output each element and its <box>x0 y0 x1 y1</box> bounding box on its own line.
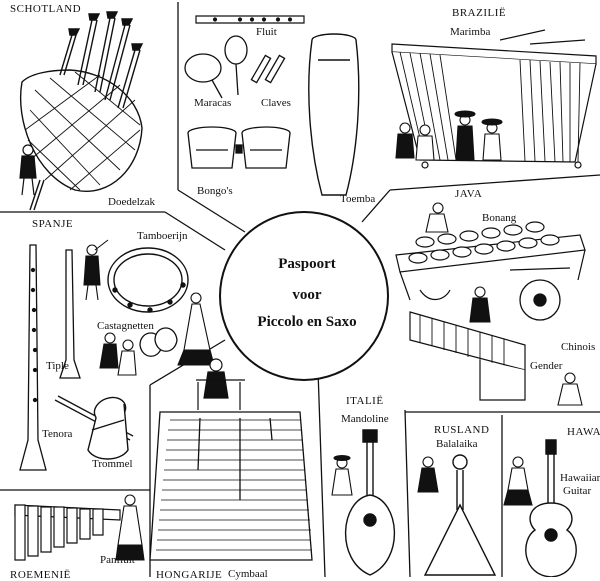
region-hongarije: HONGARIJE <box>156 569 223 581</box>
label-castagnetten: Castagnetten <box>97 320 154 332</box>
region-roemenie: ROEMENIË <box>10 569 71 581</box>
bongos-drawing <box>188 127 290 168</box>
balalaika-drawing <box>425 455 495 575</box>
romanian-figure <box>116 495 144 560</box>
claves-drawing <box>251 55 284 82</box>
russian-figure <box>418 457 438 492</box>
region-italie: ITALIË <box>346 395 384 407</box>
conductor-figure <box>196 359 245 410</box>
label-marimba: Marimba <box>450 26 491 38</box>
label-cymbaal: Cymbaal <box>228 568 268 580</box>
toemba-drawing <box>309 34 359 195</box>
bagpipe-drawing <box>21 12 142 210</box>
italian-figure <box>332 456 352 496</box>
label-chinois: Chinois <box>561 341 596 353</box>
hawaiian-figure <box>504 457 532 505</box>
flute-drawing <box>196 16 304 23</box>
javanese-musicians <box>426 203 582 405</box>
label-mandoline: Mandoline <box>341 413 389 425</box>
bonang-drawing <box>396 222 585 300</box>
region-schotland: SCHOTLAND <box>10 3 82 15</box>
label-maracas: Maracas <box>194 97 232 109</box>
label-tamboerijn: Tamboerijn <box>137 230 188 242</box>
marimba-drawing <box>392 30 596 168</box>
piper-figure <box>20 145 36 195</box>
label-claves: Claves <box>261 97 291 109</box>
brazilian-band-figures <box>396 111 502 160</box>
castanets-drawing <box>140 328 177 356</box>
title-line-2: voor <box>292 287 322 303</box>
title-circle <box>220 212 388 380</box>
label-balalaika: Balalaika <box>436 438 478 450</box>
cymbalom-drawing <box>150 412 312 560</box>
label-doedelzak: Doedelzak <box>108 196 156 208</box>
label-bongos: Bongo's <box>197 185 233 197</box>
label-fluit: Fluit <box>256 26 277 38</box>
label-hawaiian-guitar-2: Guitar <box>563 485 592 497</box>
tiple-drawing <box>20 245 80 470</box>
gong-drawing <box>510 268 570 320</box>
region-rusland: RUSLAND <box>434 424 490 436</box>
label-trommel: Trommel <box>92 458 133 470</box>
drum-drawing <box>88 393 129 459</box>
title-line-3: Piccolo en Saxo <box>257 314 357 330</box>
label-gender: Gender <box>530 360 563 372</box>
label-tenora: Tenora <box>42 428 73 440</box>
mandolin-drawing <box>346 430 395 575</box>
title-line-1: Paspoort <box>278 256 336 272</box>
region-java: JAVA <box>455 188 483 200</box>
hawaiian-guitar-drawing <box>526 440 576 577</box>
label-hawaiian-guitar-1: Hawaiian <box>560 472 600 484</box>
maracas-drawing <box>185 36 247 98</box>
spanish-musicians <box>84 240 136 375</box>
dancer-figure <box>178 293 214 365</box>
panflute-drawing <box>15 505 120 560</box>
region-hawaii: HAWA <box>567 426 600 438</box>
label-bonang: Bonang <box>482 212 517 224</box>
region-spanje: SPANJE <box>32 218 74 230</box>
label-panfluit: Panfluit <box>100 554 135 566</box>
label-toemba: Toemba <box>340 193 376 205</box>
tambourine-drawing <box>108 248 188 312</box>
gender-drawing <box>410 312 525 400</box>
region-brazilie: BRAZILIË <box>452 7 507 19</box>
label-tiple: Tiple <box>46 360 69 372</box>
